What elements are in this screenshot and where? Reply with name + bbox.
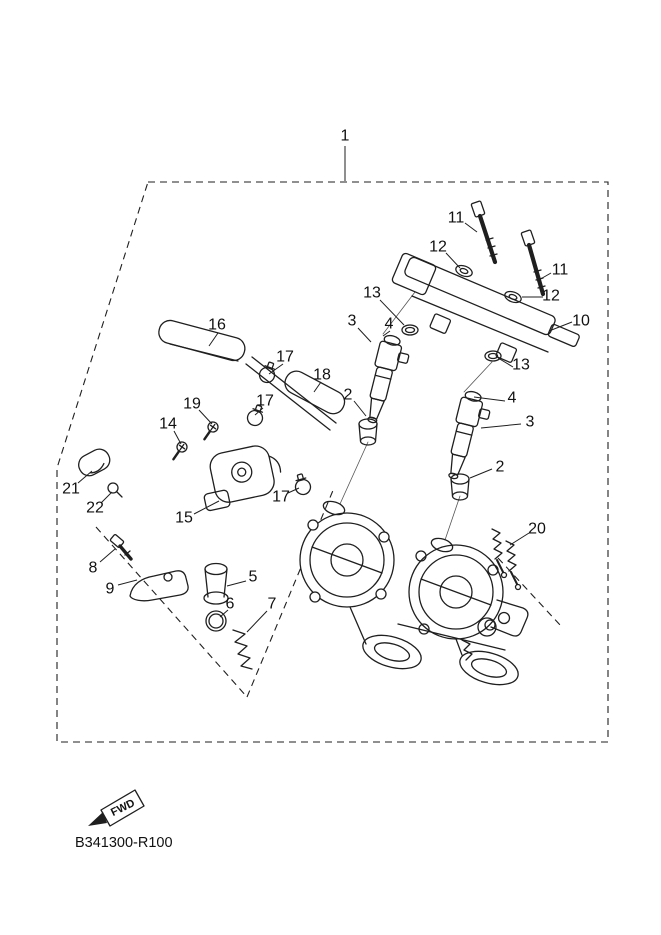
- leader-line-8: [99, 548, 116, 563]
- callout-22: 22: [86, 500, 104, 517]
- leader-line-3: [480, 423, 522, 429]
- washer-drawing: [455, 264, 522, 304]
- leader-line-19: [198, 409, 213, 425]
- leader-line-14: [173, 430, 182, 445]
- callout-21: 21: [62, 481, 80, 498]
- callout-2: 2: [344, 387, 353, 404]
- bracket-bolt-drawing: [109, 534, 133, 561]
- fuel-rail-drawing: [391, 252, 580, 363]
- callout-19: 19: [183, 396, 201, 413]
- callout-13: 13: [363, 285, 381, 302]
- leader-line-2: [469, 468, 493, 479]
- leader-line-3: [357, 327, 372, 343]
- leader-line-9: [117, 579, 138, 586]
- leader-line-2: [353, 400, 367, 417]
- callout-17: 17: [272, 489, 290, 506]
- throttle-position-sensor-drawing: [203, 445, 282, 512]
- leader-line-15: [193, 500, 220, 515]
- leader-line-18: [313, 381, 322, 393]
- callout-17: 17: [256, 393, 274, 410]
- callout-11: 11: [552, 262, 569, 279]
- cap-drawing: [78, 448, 111, 477]
- clip-drawing: [107, 482, 123, 498]
- callout-20: 20: [528, 521, 546, 538]
- callout-18: 18: [313, 367, 331, 384]
- leader-line-20: [509, 532, 530, 546]
- flange-bolt-drawing: [470, 200, 546, 297]
- injector-1-drawing: [360, 332, 414, 428]
- leader-line-11: [536, 272, 552, 282]
- callout-1: 1: [341, 128, 350, 145]
- dashed-boundary: [56, 181, 609, 743]
- callout-9: 9: [106, 581, 115, 598]
- leader-line-21: [77, 470, 93, 484]
- callout-16: 16: [208, 317, 226, 334]
- leader-line-13: [379, 299, 405, 326]
- callout-11: 11: [448, 210, 465, 227]
- joint-pipe-drawing: [203, 562, 229, 605]
- callout-6: 6: [226, 596, 235, 613]
- leader-line-5: [226, 580, 247, 587]
- fuel-hose-drawing: [158, 319, 337, 431]
- callout-4: 4: [385, 316, 394, 333]
- leader-line-16: [208, 332, 219, 347]
- callout-12: 12: [542, 288, 560, 305]
- callout-10: 10: [572, 313, 590, 330]
- leader-line-10: [548, 321, 573, 332]
- callout-15: 15: [175, 510, 193, 527]
- callout-4: 4: [508, 390, 517, 407]
- leader-line-7: [246, 610, 268, 633]
- spring-drawing: [232, 629, 253, 670]
- callout-17: 17: [276, 349, 294, 366]
- fwd-flag: FWD: [88, 789, 145, 827]
- callout-2: 2: [496, 459, 505, 476]
- leader-line-17: [254, 407, 264, 416]
- leader-lines-layer: [77, 146, 573, 633]
- callout-3: 3: [526, 414, 535, 431]
- spring-screw-set-drawing: [491, 528, 522, 591]
- leader-line-22: [100, 491, 113, 504]
- callout-14: 14: [159, 416, 177, 433]
- o-ring-drawing: [205, 610, 227, 632]
- leader-line-17: [287, 487, 300, 494]
- callout-3: 3: [348, 313, 357, 330]
- leader-line-12: [445, 252, 461, 269]
- leader-line-17: [268, 363, 284, 375]
- fwd-arrow-icon: [88, 812, 107, 826]
- alignment-lines: [339, 291, 493, 541]
- leader-line-13: [497, 357, 514, 368]
- callout-12: 12: [429, 239, 447, 256]
- callout-8: 8: [89, 560, 98, 577]
- leader-line-4: [473, 396, 506, 402]
- bracket-drawing: [129, 570, 189, 602]
- fwd-label: FWD: [109, 797, 137, 819]
- callout-5: 5: [249, 569, 258, 586]
- callout-7: 7: [268, 596, 277, 613]
- hose-clamp-drawing: [244, 359, 313, 497]
- hose-18-drawing: [284, 370, 346, 415]
- rail-joint-drawing: [401, 324, 502, 362]
- leader-line-4: [382, 330, 391, 337]
- leader-line-6: [219, 609, 229, 618]
- throttle-body-drawing: [299, 500, 529, 686]
- part-code-label: B341300-R100: [75, 835, 173, 851]
- leader-line-11: [464, 222, 478, 233]
- callout-13: 13: [512, 357, 530, 374]
- injector-2-drawing: [441, 388, 495, 484]
